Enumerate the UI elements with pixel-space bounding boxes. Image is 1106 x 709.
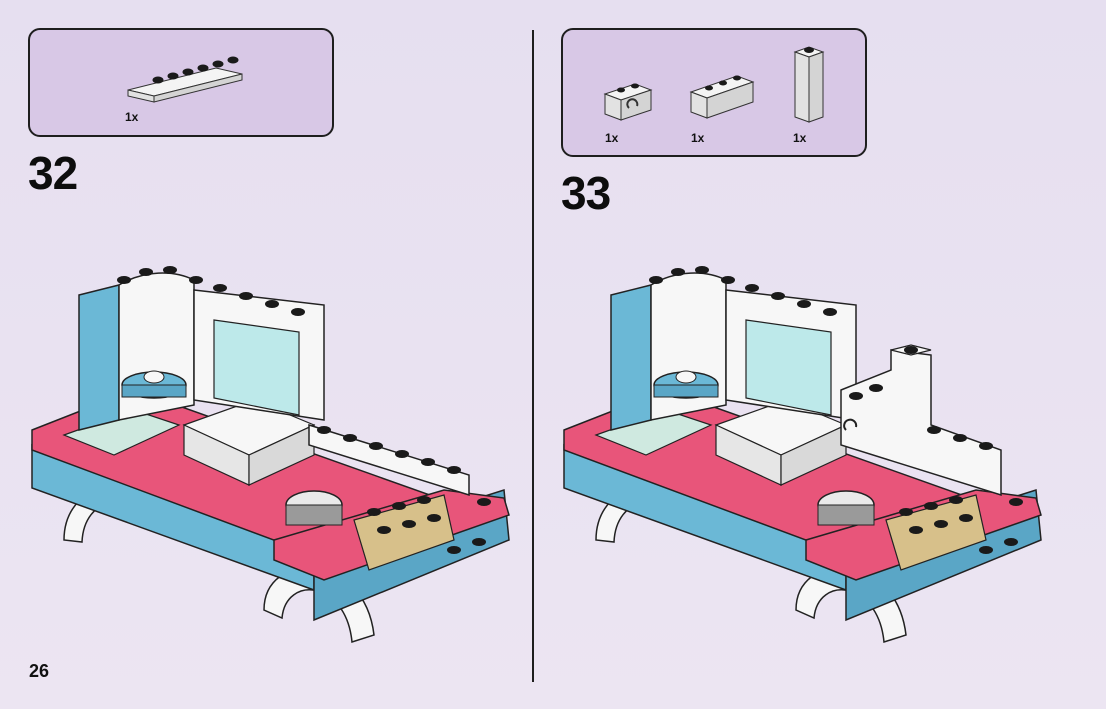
part-qty: 1x bbox=[125, 110, 138, 124]
parts-callout-step-32: 1x bbox=[28, 28, 334, 137]
page-divider bbox=[532, 30, 534, 682]
part-qty: 1x bbox=[691, 131, 704, 145]
white-brick-1x3-icon bbox=[687, 66, 767, 126]
parts-callout-step-33: 1x 1x 1x bbox=[561, 28, 867, 157]
part-qty: 1x bbox=[605, 131, 618, 145]
step-number: 32 bbox=[28, 146, 77, 200]
white-brick-1x2-clip-icon bbox=[601, 74, 661, 134]
build-illustration-step-33 bbox=[556, 250, 1056, 680]
build-illustration-step-32 bbox=[24, 250, 524, 680]
white-plate-1x6-icon bbox=[124, 38, 254, 108]
step-number: 33 bbox=[561, 166, 610, 220]
page-number: 26 bbox=[29, 661, 49, 682]
part-qty: 1x bbox=[793, 131, 806, 145]
white-brick-1x1x3-icon bbox=[789, 42, 839, 132]
